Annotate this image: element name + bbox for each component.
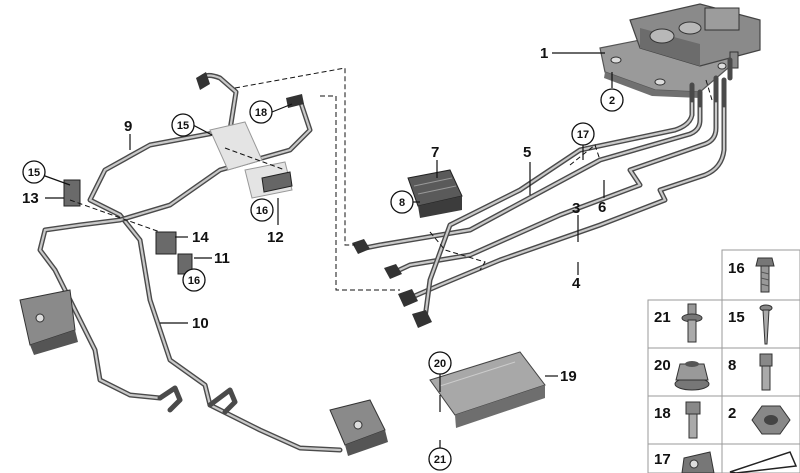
table-label-21: 21 [654,309,671,326]
callout-circle-21 [428,447,452,471]
left-pipe-run [19,72,388,456]
label-17: 17 [577,129,589,141]
control-unit [429,351,546,428]
hex-bolt-icon [755,257,775,293]
table-label-15: 15 [728,309,745,326]
label-8: 8 [399,197,405,209]
table-label-16: 16 [728,260,745,277]
socket-bolt-icon [759,353,773,391]
screw-icon [759,304,773,345]
table-label-8: 8 [728,357,736,374]
label-21: 21 [434,454,446,466]
table-label-20: 20 [654,357,671,374]
label-4: 4 [572,275,581,292]
label-9: 9 [124,118,132,135]
label-12: 12 [267,229,284,246]
callout-circle-17 [571,122,595,146]
callout-circle-16a [250,198,274,222]
label-18: 18 [255,107,267,119]
callout-circle-8 [390,190,414,214]
table-label-17: 17 [654,451,671,468]
valve-block [599,3,761,98]
bracket-part-7 [407,169,463,218]
label-19: 19 [560,368,577,385]
clip-parts [63,121,293,275]
label-3: 3 [572,200,580,217]
label-1: 1 [540,45,548,62]
flange-nut-icon [674,361,710,391]
pipe-clip-icon [681,451,715,473]
callout-circle-2 [600,88,624,112]
label-15b: 15 [177,120,189,132]
label-11: 11 [214,250,230,267]
label-15a: 15 [28,167,40,179]
label-13: 13 [22,190,39,207]
pipe-bundle [352,57,733,328]
label-20: 20 [434,358,446,370]
callout-circle-16b [182,268,206,292]
callout-circle-15a [22,160,46,184]
cap-screw-icon [685,401,701,439]
callouts: 1 2 3 4 5 6 7 8 9 10 11 12 13 14 15 15 1… [22,45,624,471]
parts-table: 16 21 15 20 8 18 2 17 [647,249,800,473]
hex-nut-icon [751,405,791,435]
label-2: 2 [609,95,615,107]
label-6: 6 [598,199,606,216]
label-10: 10 [192,315,209,332]
label-5: 5 [523,144,531,161]
label-16b: 16 [188,275,200,287]
table-label-2: 2 [728,405,736,422]
stud-bolt-icon [681,303,703,343]
callout-circle-20 [428,351,452,375]
label-16a: 16 [256,205,268,217]
label-14: 14 [192,229,209,246]
label-7: 7 [431,144,439,161]
table-label-18: 18 [654,405,671,422]
reference-dashes [69,67,713,291]
callout-circle-18 [249,100,273,124]
callout-circle-15b [171,113,195,137]
